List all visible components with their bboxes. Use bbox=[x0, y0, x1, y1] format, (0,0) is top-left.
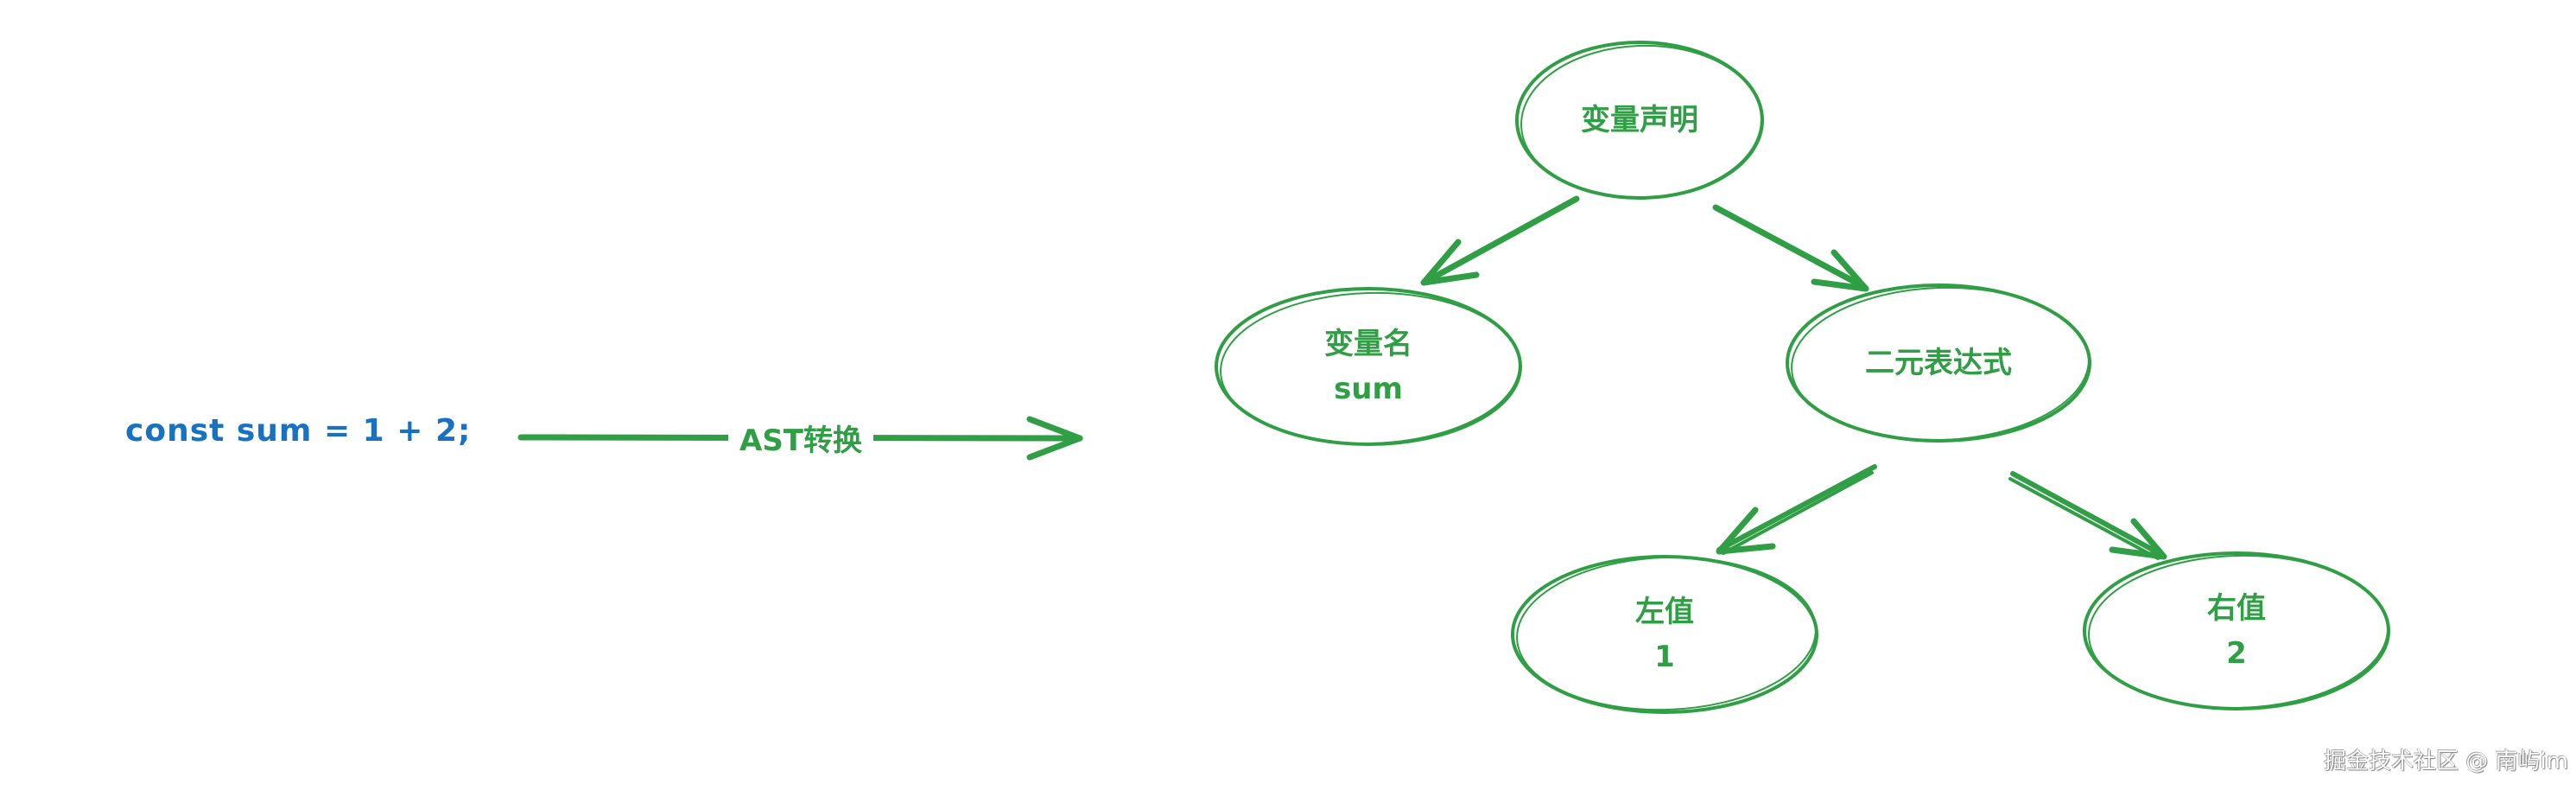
node-label: 二元表达式 bbox=[1865, 346, 2012, 380]
root-node-ellipse bbox=[1515, 41, 1764, 200]
left-value-node-ellipse bbox=[1511, 555, 1818, 714]
binary-expression-node-ellipse bbox=[1786, 284, 2091, 443]
node-label: 变量声明 bbox=[1581, 103, 1698, 137]
node-binary-expression: 二元表达式 bbox=[1787, 285, 2090, 441]
edge-arrow-root-to-binary bbox=[1712, 204, 1869, 292]
source-code-text: const sum = 1 + 2; bbox=[125, 413, 472, 449]
node-label: 右值 bbox=[2207, 591, 2266, 626]
identifier-node-ellipse bbox=[1215, 287, 1522, 446]
node-left-value: 左值 1 bbox=[1513, 557, 1817, 712]
node-right-value: 右值 2 bbox=[2084, 553, 2389, 709]
node-value: sum bbox=[1334, 372, 1403, 406]
node-value: 2 bbox=[2226, 636, 2247, 671]
node-variable-declaration: 变量声明 bbox=[1517, 42, 1762, 198]
edge-arrow-binary-to-left-value bbox=[1716, 464, 1877, 555]
node-label: 左值 bbox=[1635, 595, 1694, 629]
transform-label: AST转换 bbox=[728, 417, 873, 459]
edge-arrow-root-to-identifier bbox=[1420, 195, 1580, 286]
node-identifier: 变量名 sum bbox=[1216, 289, 1520, 444]
node-value: 1 bbox=[1654, 640, 1675, 674]
edge-arrow-binary-to-right-value bbox=[2008, 471, 2167, 560]
node-label: 变量名 bbox=[1324, 327, 1412, 361]
watermark: 掘金技术社区 @ 南屿im bbox=[2324, 749, 2569, 774]
right-value-node-ellipse bbox=[2083, 551, 2390, 710]
